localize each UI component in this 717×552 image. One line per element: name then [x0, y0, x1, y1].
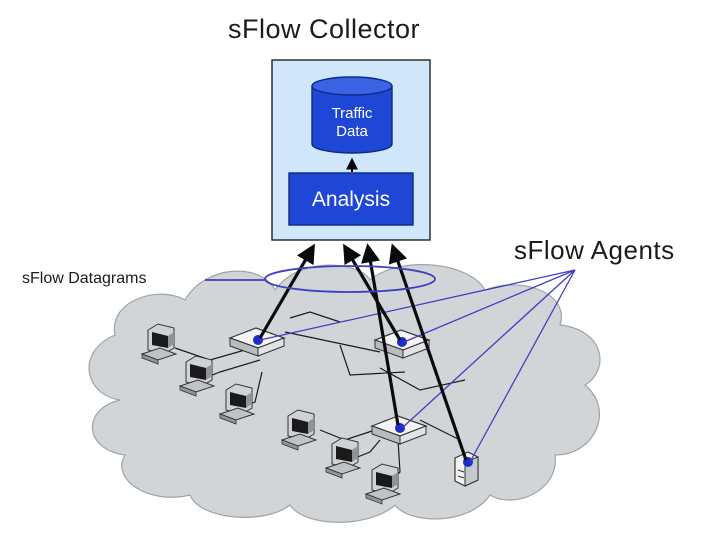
- datagram-ellipse: [264, 265, 436, 293]
- storage-label-line2: Data: [336, 123, 368, 140]
- datagrams-label: sFlow Datagrams: [22, 270, 147, 287]
- analysis-label: Analysis: [312, 188, 390, 211]
- network-cloud: [88, 264, 601, 523]
- storage-label-line1: Traffic: [332, 105, 373, 122]
- collector-title: sFlow Collector: [228, 14, 421, 44]
- agent-pointer-lines: [259, 269, 576, 463]
- agents-label: sFlow Agents: [514, 235, 675, 265]
- datagram-arrows: [258, 243, 468, 461]
- analysis-block: [288, 172, 414, 226]
- database-icon: [311, 76, 393, 154]
